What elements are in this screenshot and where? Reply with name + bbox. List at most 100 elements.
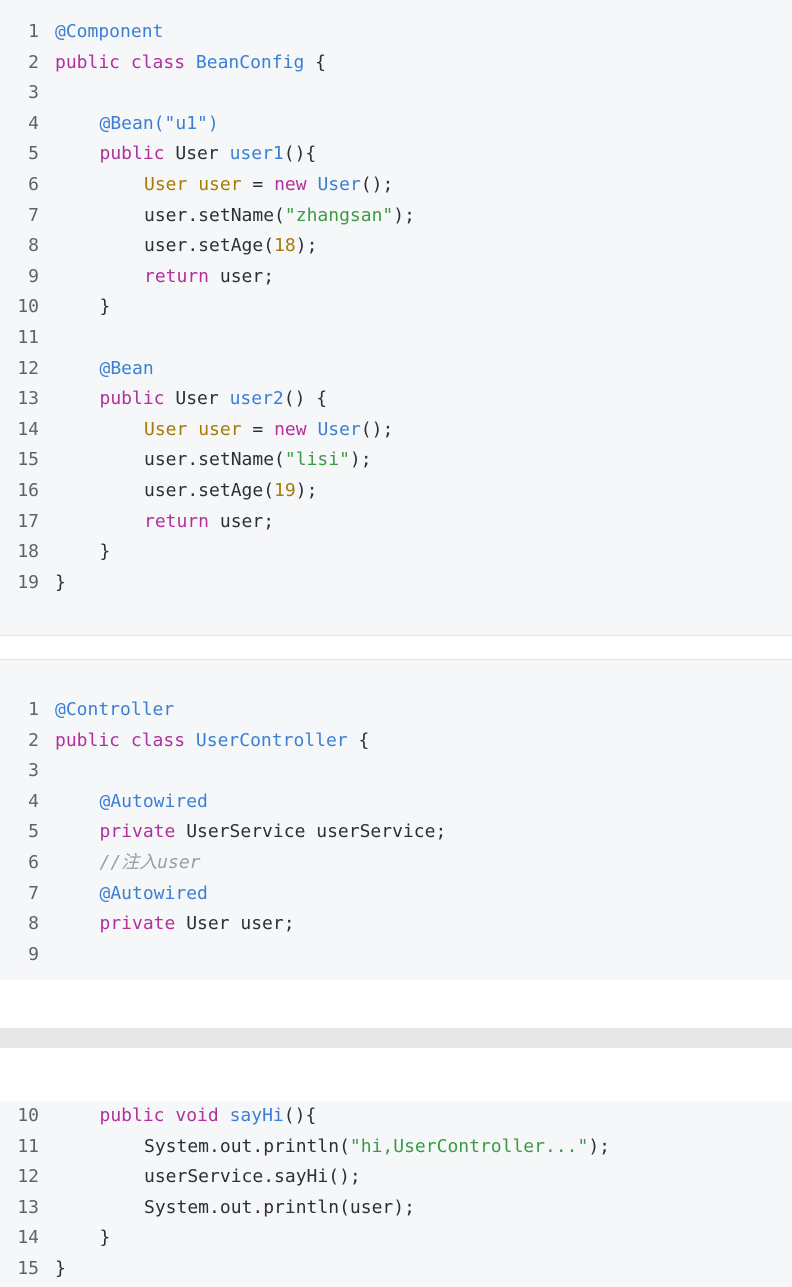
- line-number: 8: [28, 235, 39, 257]
- line-number: 11: [17, 1135, 39, 1157]
- code-token: {: [347, 729, 370, 751]
- code-token: user: [198, 418, 242, 440]
- code-text: }: [100, 1223, 111, 1253]
- line-number: 9: [28, 265, 39, 287]
- code-token: [120, 52, 131, 73]
- line-number: 4: [28, 112, 39, 134]
- code-token: );: [295, 235, 318, 257]
- code-text: }: [55, 1254, 66, 1284]
- code-line: 16 user.setAge(19);: [0, 476, 792, 506]
- code-text: user.setName("lisi");: [144, 445, 372, 475]
- code-token: public: [55, 51, 121, 73]
- code-token: (){: [283, 1105, 317, 1126]
- code-token: [187, 419, 198, 440]
- code-text: @Component: [55, 17, 163, 47]
- code-token: 19: [274, 480, 296, 501]
- code-text: //注入user: [100, 848, 201, 878]
- line-number: 16: [17, 480, 39, 501]
- code-text: user.setAge(19);: [144, 476, 317, 506]
- code-token: UserService userService;: [175, 821, 447, 843]
- code-text: public User user2() {: [100, 384, 328, 414]
- code-token: void: [175, 1105, 219, 1126]
- code-token: );: [393, 204, 415, 226]
- code-token: return: [144, 265, 210, 287]
- line-number: 5: [28, 821, 39, 843]
- code-token: userService.sayHi();: [144, 1166, 361, 1188]
- code-token: @Component: [55, 21, 164, 42]
- code-token: user.setAge(: [144, 480, 275, 501]
- code-token: User: [317, 174, 361, 195]
- code-text: }: [100, 292, 111, 322]
- code-text: @Bean("u1"): [100, 109, 219, 139]
- code-token: "zhangsan": [284, 204, 394, 226]
- code-token: public: [99, 1105, 165, 1126]
- code-token: =: [241, 174, 275, 195]
- code-token: sayHi: [229, 1105, 284, 1126]
- code-token: user.setAge(: [144, 235, 275, 257]
- code-token: user;: [209, 265, 275, 287]
- code-token: User: [144, 174, 188, 195]
- code-line: 18}: [0, 537, 792, 567]
- code-line: 7@Autowired: [0, 879, 792, 909]
- code-token: public: [55, 729, 121, 751]
- code-token: user;: [209, 510, 275, 532]
- line-number: 12: [17, 357, 39, 379]
- code-line: 1 @Component: [0, 17, 792, 47]
- code-token: {: [304, 51, 326, 73]
- line-number: 10: [17, 296, 39, 318]
- code-token: private: [99, 913, 176, 935]
- line-number: 1: [28, 21, 39, 42]
- code-text: }: [100, 537, 111, 567]
- code-text: User user = new User();: [144, 415, 393, 445]
- code-token: System.out.println(user);: [144, 1196, 415, 1218]
- code-text: @Bean: [100, 354, 154, 384]
- code-text: public void sayHi(){: [100, 1101, 317, 1131]
- code-token: UserController: [195, 729, 348, 751]
- code-line: 9: [0, 940, 792, 970]
- line-number: 10: [17, 1105, 39, 1126]
- line-number: 5: [28, 143, 39, 165]
- code-token: System.out.println(: [144, 1135, 350, 1157]
- code-token: }: [99, 541, 111, 563]
- line-number: 13: [17, 1196, 39, 1218]
- line-number: 14: [17, 1227, 39, 1249]
- line-number: 15: [17, 449, 39, 471]
- code-token: ();: [360, 418, 394, 440]
- divider: [0, 635, 792, 636]
- line-number: 9: [28, 943, 39, 965]
- line-number: 6: [28, 174, 39, 195]
- code-token: [187, 174, 198, 195]
- code-token: class: [130, 729, 186, 751]
- code-line: 1@Controller: [0, 695, 792, 725]
- code-text: public class UserController {: [55, 726, 369, 756]
- code-token: [307, 174, 318, 195]
- line-number: 4: [28, 790, 39, 812]
- line-number: 12: [17, 1166, 39, 1188]
- code-line: 15 user.setName("lisi");: [0, 445, 792, 475]
- code-token: }: [55, 571, 66, 593]
- code-line: 19}: [0, 568, 792, 598]
- code-line: 12 @Bean: [0, 354, 792, 384]
- code-token: [120, 730, 131, 751]
- code-line: 10 public void sayHi(){: [0, 1101, 792, 1131]
- code-text: public class BeanConfig {: [55, 48, 326, 78]
- code-line: 14}: [0, 1223, 792, 1253]
- line-number: 3: [28, 82, 39, 104]
- line-number: 3: [28, 760, 39, 782]
- code-token: @Autowired: [99, 882, 208, 904]
- code-token: user2: [229, 388, 284, 410]
- code-line: 10}: [0, 292, 792, 322]
- code-text: public User user1(){: [100, 139, 317, 169]
- code-token: );: [295, 480, 318, 501]
- code-line: 15}: [0, 1254, 792, 1284]
